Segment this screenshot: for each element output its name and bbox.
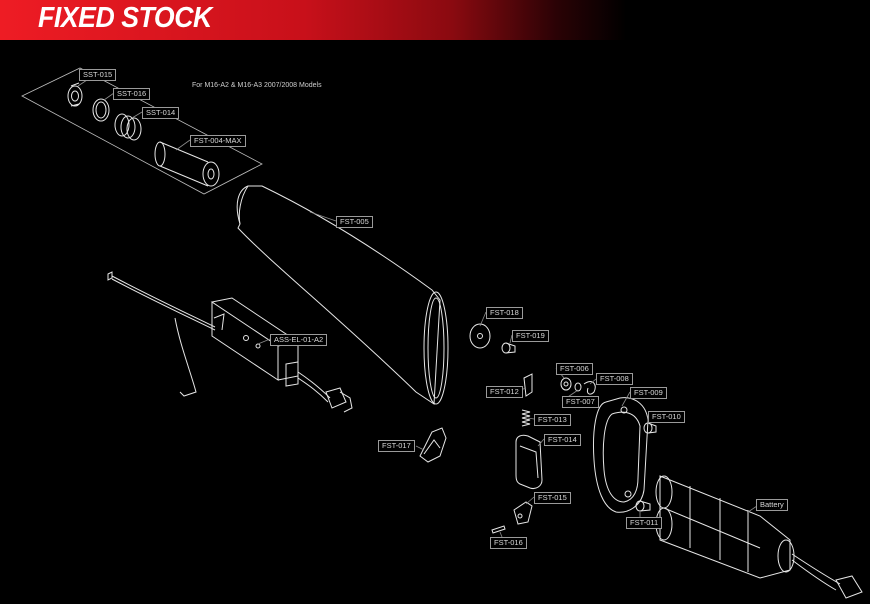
part-fst-012 <box>523 373 533 397</box>
label-ass-el-01-a2: ASS-EL-01-A2 <box>270 334 328 346</box>
part-fst-004-max <box>154 141 220 187</box>
label-fst-006: FST-006 <box>556 363 593 375</box>
label-sst-014: SST-014 <box>142 107 180 119</box>
label-fst-007: FST-007 <box>562 396 599 408</box>
part-fst-014 <box>515 434 543 489</box>
label-fst-014: FST-014 <box>544 434 581 446</box>
part-fst-005 <box>236 185 449 405</box>
label-fst-009: FST-009 <box>630 387 667 399</box>
label-fst-019: FST-019 <box>512 330 549 342</box>
part-sst-015 <box>67 82 83 107</box>
label-fst-011: FST-011 <box>626 517 663 529</box>
part-sst-014 <box>114 113 142 141</box>
label-fst-017: FST-017 <box>378 440 415 452</box>
part-sst-016 <box>92 98 110 122</box>
label-fst-016: FST-016 <box>490 537 527 549</box>
part-fst-016 <box>491 525 506 534</box>
label-fst-004-max: FST-004-MAX <box>190 135 246 147</box>
part-fst-017 <box>419 427 447 463</box>
part-fst-008 <box>583 381 596 395</box>
label-sst-016: SST-016 <box>113 88 151 100</box>
part-fst-013 <box>521 409 531 427</box>
model-note: For M16-A2 & M16-A3 2007/2008 Models <box>192 82 322 89</box>
buffer-assembly-outline <box>21 67 263 195</box>
label-sst-015: SST-015 <box>79 69 117 81</box>
label-fst-010: FST-010 <box>648 411 685 423</box>
part-fst-009 <box>593 397 649 513</box>
part-fst-015 <box>513 501 533 525</box>
title-banner: FIXED STOCK <box>0 0 870 40</box>
label-fst-015: FST-015 <box>534 492 571 504</box>
label-fst-012: FST-012 <box>486 386 523 398</box>
label-fst-008: FST-008 <box>596 373 633 385</box>
label-fst-005: FST-005 <box>336 216 373 228</box>
part-battery <box>655 475 863 599</box>
page-title: FIXED STOCK <box>38 2 212 34</box>
leader-lines <box>77 73 761 543</box>
part-fst-010 <box>643 422 657 434</box>
part-fst-018 <box>469 323 491 349</box>
label-fst-013: FST-013 <box>534 414 571 426</box>
label-fst-018: FST-018 <box>486 307 523 319</box>
part-fst-007 <box>574 382 582 392</box>
part-fst-011 <box>635 500 651 512</box>
part-fst-006 <box>560 377 572 391</box>
part-fst-019 <box>501 342 516 354</box>
label-battery: Battery <box>756 499 788 511</box>
